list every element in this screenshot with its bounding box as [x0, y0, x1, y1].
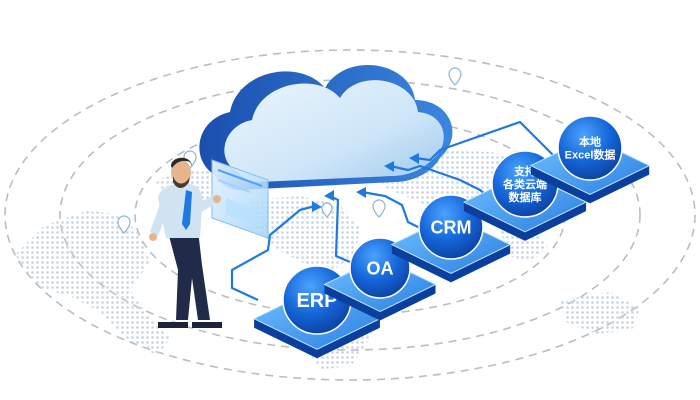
arrow-head [409, 153, 419, 164]
node-label-line: 各类云端 [502, 177, 547, 191]
node-pedestal-side [391, 244, 511, 283]
map-pin-icon [372, 199, 386, 218]
arrow-head [384, 161, 394, 172]
cloud-icon [199, 65, 453, 190]
orbit-ring-outer [4, 49, 696, 381]
node-sphere [557, 115, 623, 181]
arrow-head [356, 187, 366, 198]
orbit-ring-middle [59, 79, 641, 351]
holographic-panel [211, 159, 269, 239]
flow-line-crm [361, 190, 429, 233]
node-pedestal-side [530, 165, 650, 204]
arrow-head [312, 201, 322, 212]
node-label: OA [367, 258, 394, 278]
node-label: CRM [431, 217, 472, 237]
flow-arrows [312, 153, 419, 212]
map-pin-icon [321, 202, 333, 218]
person-figure [149, 157, 222, 328]
node-label-line: 本地 [579, 134, 601, 148]
flow-line-excel [414, 120, 557, 162]
map-pin-icon [448, 67, 462, 86]
node-label-line: Excel数据 [565, 147, 616, 161]
node-pedestal-side [254, 318, 380, 359]
arrow-head [324, 190, 334, 201]
flow-line-erp [230, 204, 316, 301]
node-label: 支持各类云端数据库 [502, 164, 547, 204]
node-label-line: 数据库 [509, 190, 542, 204]
node-oa: OA [323, 237, 437, 321]
node-label: ERP [296, 290, 337, 312]
map-pin-icon [117, 215, 131, 234]
node-pedestal-side [324, 284, 436, 321]
node-pedestal-side [463, 202, 587, 241]
node-label-line: 支持 [513, 164, 536, 178]
